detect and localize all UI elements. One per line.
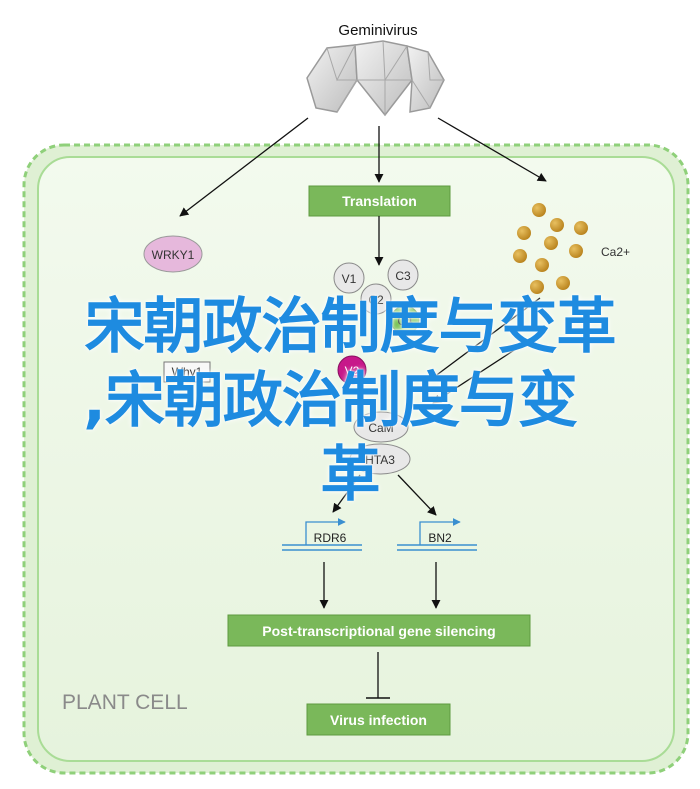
plant-cell-label: PLANT CELL <box>62 691 188 714</box>
ion-dot <box>517 226 531 240</box>
overlay-title-line-2: ,宋朝政治制度与变 <box>83 366 578 436</box>
ion-dot <box>513 249 527 263</box>
v2-label: V2 <box>345 364 360 378</box>
whyl-box <box>163 361 211 383</box>
v1-label: V1 <box>342 272 357 286</box>
ion-dot <box>544 236 558 250</box>
c3-node <box>387 259 419 291</box>
cam-node <box>353 411 409 443</box>
wrky1-label: WRKY1 <box>152 248 195 262</box>
c4-node <box>390 305 420 335</box>
bn2-label: BN2 <box>428 531 452 545</box>
arrow-calcium-to-v2 <box>429 297 541 381</box>
arrow-calcium-to-cam <box>432 329 546 404</box>
v1-node <box>333 262 365 294</box>
bn2-gene <box>397 518 477 551</box>
overlay-title-line-3: 革 <box>320 440 381 510</box>
translation-label: Translation <box>342 193 417 209</box>
ion-dot <box>530 280 544 294</box>
virus-infection-box <box>306 703 451 736</box>
translation-box <box>308 185 451 217</box>
cam-label: CaM <box>368 421 393 435</box>
ion-dot <box>569 244 583 258</box>
hta3-label: HTA3 <box>365 453 395 467</box>
geminivirus-particle <box>306 40 445 117</box>
c4-label: C4 <box>397 314 413 328</box>
ptgs-label: Post-transcriptional gene silencing <box>262 623 495 639</box>
arrow-to-rdr6 <box>332 474 361 513</box>
v2-node <box>337 355 367 385</box>
overlay-title-line-1: 宋朝政治制度与变革 <box>84 292 617 362</box>
arrow-virus-to-calcium <box>437 117 547 182</box>
calcium-ions <box>513 203 588 294</box>
whyl-label: Why1 <box>172 365 203 379</box>
ion-dot <box>532 203 546 217</box>
c3-label: C3 <box>395 269 411 283</box>
rdr6-gene <box>282 518 362 551</box>
virus-infection-label: Virus infection <box>330 712 427 728</box>
virus-title: Geminivirus <box>338 22 417 39</box>
ion-dot <box>550 218 564 232</box>
ion-dot <box>535 258 549 272</box>
ion-label: Ca2+ <box>601 245 630 259</box>
hta3-node <box>349 443 411 475</box>
rdr6-label: RDR6 <box>314 531 347 545</box>
c2-label: C2 <box>368 293 384 307</box>
ion-dot <box>556 276 570 290</box>
arrow-virus-to-wrky1 <box>179 117 309 217</box>
ion-dot <box>574 221 588 235</box>
wrky1-node <box>143 235 203 273</box>
c2-node <box>360 283 392 315</box>
ptgs-box <box>227 614 531 647</box>
arrow-to-bn2 <box>397 474 437 516</box>
